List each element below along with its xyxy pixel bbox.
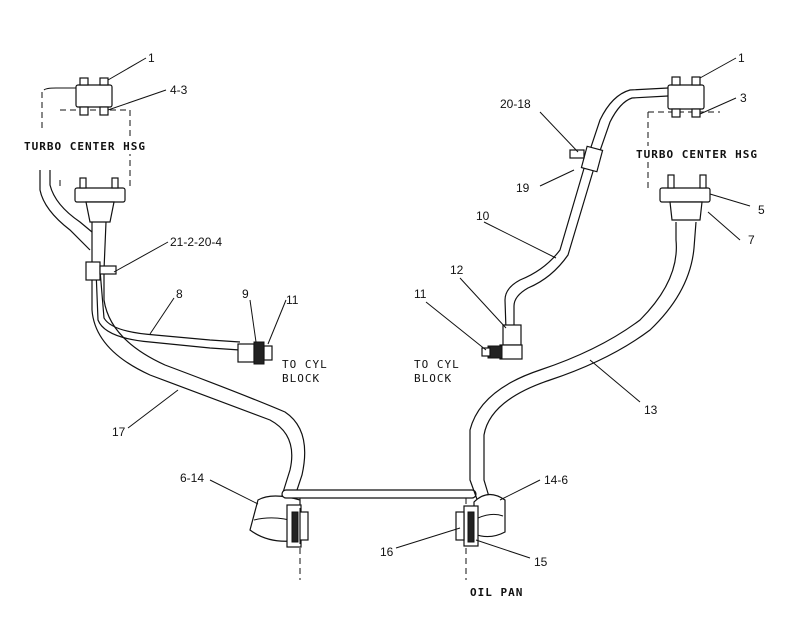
- right-lower-flange: [659, 174, 711, 221]
- callout-3: 3: [740, 91, 747, 105]
- left-block-fitting: [237, 341, 273, 365]
- tube-8-outer: [95, 269, 241, 351]
- callout-21-2-20-4: 21-2-20-4: [170, 235, 222, 249]
- cyl-right-line1: TO CYL: [414, 358, 460, 371]
- turbo-left-bg: [22, 138, 170, 154]
- right-oil-pan-elbow: [455, 493, 506, 547]
- callout-11-left: 11: [286, 293, 299, 307]
- right-block-fitting: [481, 324, 523, 360]
- callout-4-3: 4-3: [170, 83, 188, 97]
- callout-1-right: 1: [738, 51, 745, 65]
- oil-pan-centerlines: [299, 498, 467, 580]
- callout-13: 13: [644, 403, 658, 417]
- callout-14-6: 14-6: [544, 473, 568, 487]
- left-lower-flange: [74, 177, 126, 223]
- left-top-flange: [75, 77, 113, 116]
- callout-12: 12: [450, 263, 464, 277]
- callout-9: 9: [242, 287, 249, 301]
- oil-pan-tube: [281, 489, 477, 499]
- clamp-21: [85, 261, 117, 281]
- turbo-right-bg: [634, 146, 768, 162]
- oil-pan-note: OIL PAN: [470, 586, 523, 599]
- tube-10-inner: [513, 95, 669, 330]
- tube-8-inner: [99, 269, 241, 343]
- callout-17: 17: [112, 425, 126, 439]
- callout-8: 8: [176, 287, 183, 301]
- tube-13-inner: [483, 221, 697, 501]
- left-supply-tube-b: [49, 170, 93, 233]
- clamp-19: [569, 145, 604, 173]
- leader-lines: [107, 57, 751, 559]
- right-housing-dash: [647, 111, 720, 190]
- cyl-right-line2: BLOCK: [414, 372, 452, 385]
- cyl-left-line1: TO CYL: [282, 358, 328, 371]
- callout-16: 16: [380, 545, 394, 559]
- callout-15: 15: [534, 555, 548, 569]
- callout-7: 7: [748, 233, 755, 247]
- callout-11-right: 11: [414, 287, 427, 301]
- callout-6-14: 6-14: [180, 471, 204, 485]
- tube-17-inner: [103, 221, 306, 506]
- callout-5: 5: [758, 203, 765, 217]
- cyl-left-line2: BLOCK: [282, 372, 320, 385]
- callout-20-18: 20-18: [500, 97, 531, 111]
- right-top-flange: [667, 76, 705, 118]
- left-oil-pan-elbow: [249, 495, 309, 548]
- tube-17-outer: [91, 222, 293, 503]
- turbo-left-note: TURBO CENTER HSG: [24, 140, 146, 153]
- callout-19: 19: [516, 181, 530, 195]
- callout-1-left: 1: [148, 51, 155, 65]
- turbo-right-note: TURBO CENTER HSG: [636, 148, 758, 161]
- left-housing-top: [43, 87, 78, 91]
- tube-13-outer: [469, 222, 677, 503]
- tube-10-outer: [504, 87, 669, 331]
- callout-10: 10: [476, 209, 490, 223]
- left-supply-tube-a: [39, 170, 91, 251]
